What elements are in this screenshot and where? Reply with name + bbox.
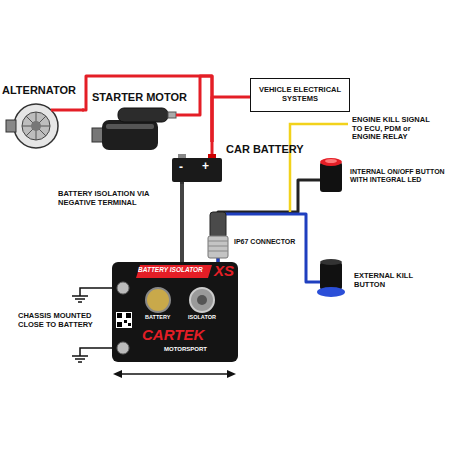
wire	[212, 97, 250, 142]
isolator-device-shape	[124, 320, 127, 323]
part-label: INTERNAL ON/OFF BUTTON WITH INTEGRAL LED	[350, 168, 454, 184]
product-name: BATTERY ISOLATOR	[138, 266, 203, 273]
ip67-connector	[208, 251, 228, 252]
button-part-shape	[314, 281, 320, 284]
signal-wire	[290, 124, 348, 212]
ip67-connector	[208, 212, 228, 258]
isolator-device-shape	[146, 288, 170, 312]
width-dimension-arrow	[113, 370, 122, 378]
alternator-part-shape	[51, 109, 84, 112]
terminal-sign: -	[179, 161, 183, 175]
alternator-part-shape	[26, 116, 46, 136]
battery-part-shape	[208, 154, 216, 158]
ground-wire	[80, 348, 112, 356]
isolator-device: BATTERY ISOLATOR XS BATTERY ISOLATOR CARTEK M…	[112, 262, 238, 362]
battery-part-shape	[178, 154, 186, 158]
ground-wire	[72, 295, 88, 297]
button-part-shape	[320, 158, 342, 166]
alternator-part: ALTERNATOR	[2, 84, 82, 154]
width-dimension-arrow	[227, 370, 236, 378]
isolator-device-shape	[116, 312, 132, 328]
ground-wire	[78, 301, 82, 303]
ip67-connector	[208, 246, 228, 247]
ip67-connector	[210, 212, 226, 238]
alternator-part-shape	[22, 112, 50, 140]
knob-label: ISOLATOR	[188, 314, 216, 320]
battery-part-shape	[211, 142, 214, 154]
ground-wire	[80, 288, 112, 296]
button-part: EXTERNAL KILL BUTTON	[314, 258, 435, 304]
brand-subtitle: MOTORSPORT	[164, 346, 207, 353]
button-part-shape	[320, 262, 342, 290]
isolator-device-shape	[117, 322, 122, 327]
alternator-part-shape	[26, 116, 46, 136]
ground-wire	[75, 298, 85, 300]
width-dimension-arrow	[120, 373, 229, 375]
button-part-shape	[317, 287, 345, 297]
note-label: BATTERY ISOLATION VIA NEGATIVE TERMINAL	[58, 190, 166, 207]
part-label: IP67 CONNECTOR	[234, 238, 295, 246]
model-mark: XS	[214, 262, 234, 279]
starter-motor-part-shape	[168, 112, 176, 118]
wire	[194, 76, 212, 142]
wire	[218, 180, 312, 262]
part-label: CAR BATTERY	[226, 143, 304, 156]
signal-wire	[290, 124, 348, 212]
isolator-device-shape	[136, 265, 212, 278]
part-label: ALTERNATOR	[2, 84, 76, 97]
starter-motor-part-shape	[176, 114, 194, 117]
alternator-part-shape	[22, 112, 50, 140]
starter-motor-part-shape	[102, 120, 158, 150]
alternator-part-shape	[31, 121, 41, 131]
button-part-shape	[312, 179, 320, 182]
battery-part-shape	[172, 158, 222, 182]
signal-label: ENGINE KILL SIGNAL TO ECU, PDM or ENGINE…	[352, 116, 440, 142]
width-dimension-arrow	[113, 370, 236, 378]
terminal-sign: +	[202, 160, 209, 174]
button-part-shape	[325, 159, 337, 163]
button-part: INTERNAL ON/OFF BUTTON WITH INTEGRAL LED	[312, 152, 457, 198]
starter-motor-part-shape	[118, 108, 168, 122]
ground-wire	[72, 355, 88, 357]
isolator-device-shape	[117, 282, 129, 294]
box-label: VEHICLE ELECTRICAL SYSTEMS	[255, 86, 345, 103]
isolator-device-shape	[190, 288, 214, 312]
process-box: VEHICLE ELECTRICAL SYSTEMS	[250, 78, 350, 112]
ground-wire	[75, 358, 85, 360]
knob-label: BATTERY	[145, 314, 170, 320]
ground-wire	[78, 361, 82, 363]
starter-motor-part-shape	[106, 124, 154, 129]
part-label: STARTER MOTOR	[92, 91, 187, 104]
isolator-device-shape	[112, 262, 238, 362]
battery-part-shape	[180, 182, 184, 184]
ip67-connector	[208, 241, 228, 242]
alternator-part-shape	[6, 120, 16, 132]
button-part-shape	[320, 162, 342, 192]
button-part-shape	[320, 259, 342, 265]
battery-part: CAR BATTERY - +	[168, 142, 307, 184]
note-label: CHASSIS MOUNTED CLOSE TO BATTERY	[18, 312, 96, 329]
wire	[180, 184, 184, 262]
ip67-connector	[208, 236, 228, 258]
isolator-device-shape	[126, 313, 131, 318]
isolator-device-shape	[117, 342, 129, 354]
isolator-device-shape	[128, 323, 131, 326]
isolator-device-shape	[117, 313, 122, 318]
part-label: EXTERNAL KILL BUTTON	[354, 272, 432, 289]
brand-name: CARTEK	[142, 326, 204, 343]
isolator-device-shape	[197, 295, 207, 305]
